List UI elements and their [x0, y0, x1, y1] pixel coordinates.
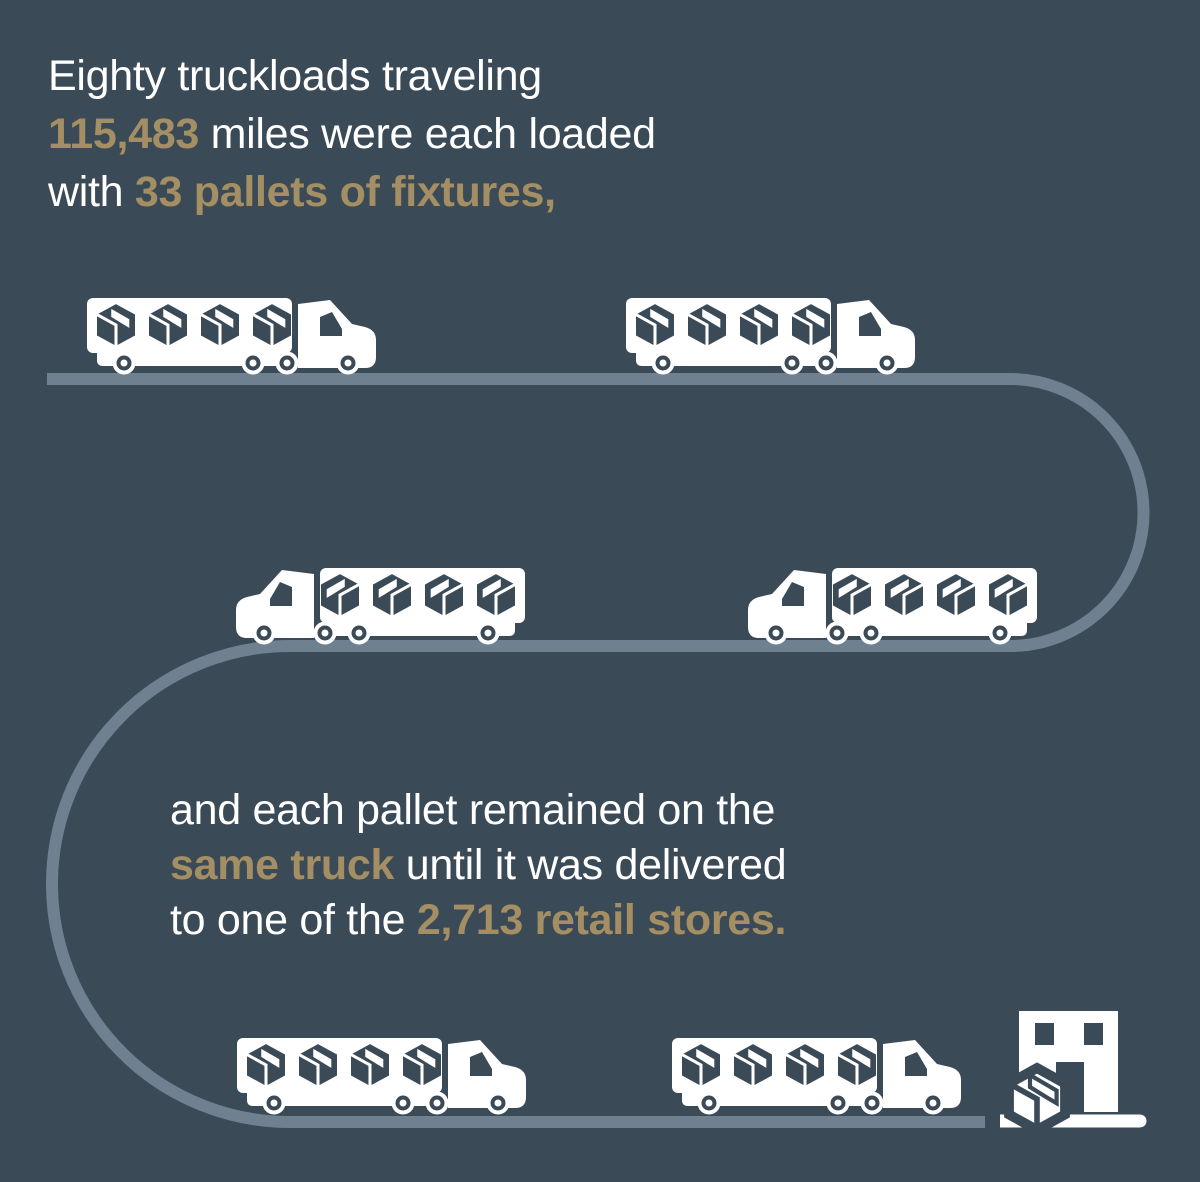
miles-highlight: 115,483	[48, 110, 199, 158]
delivery-line-1: and each pallet remained on the	[170, 783, 786, 838]
delivered-box-icon	[1004, 1062, 1070, 1136]
truck-icon	[672, 1038, 962, 1115]
store-icon	[1000, 1011, 1147, 1136]
headline-line3-text: with	[48, 168, 135, 216]
headline-line-2: 115,483 miles were each loaded	[48, 105, 656, 163]
delivery-line3-text: to one of the	[170, 896, 417, 944]
store-window-icon	[1084, 1023, 1103, 1045]
truck-icon	[235, 568, 525, 645]
headline-line1-text: Eighty truckloads traveling	[48, 52, 542, 100]
headline-line-1: Eighty truckloads traveling	[48, 47, 656, 105]
store-window-icon	[1035, 1023, 1054, 1045]
headline-text: Eighty truckloads traveling 115,483 mile…	[48, 47, 656, 221]
headline-line2-text: miles were each loaded	[198, 110, 656, 158]
truck-icon	[626, 298, 916, 375]
delivery-line-3: to one of the 2,713 retail stores.	[170, 893, 786, 948]
truck-icon	[237, 1038, 527, 1115]
delivery-line1-text: and each pallet remained on the	[170, 786, 776, 834]
headline-line-3: with 33 pallets of fixtures,	[48, 163, 656, 221]
retail-stores-highlight: 2,713 retail stores.	[416, 896, 787, 944]
delivery-line-2: same truck until it was delivered	[170, 838, 787, 893]
pallets-highlight: 33 pallets of fixtures,	[134, 168, 556, 216]
truck-icon	[87, 298, 377, 375]
delivery-line2-text: until it was delivered	[394, 841, 787, 889]
same-truck-highlight: same truck	[170, 841, 395, 889]
delivery-text: and each pallet remained on the same tru…	[170, 783, 787, 948]
truck-icon	[747, 568, 1037, 645]
